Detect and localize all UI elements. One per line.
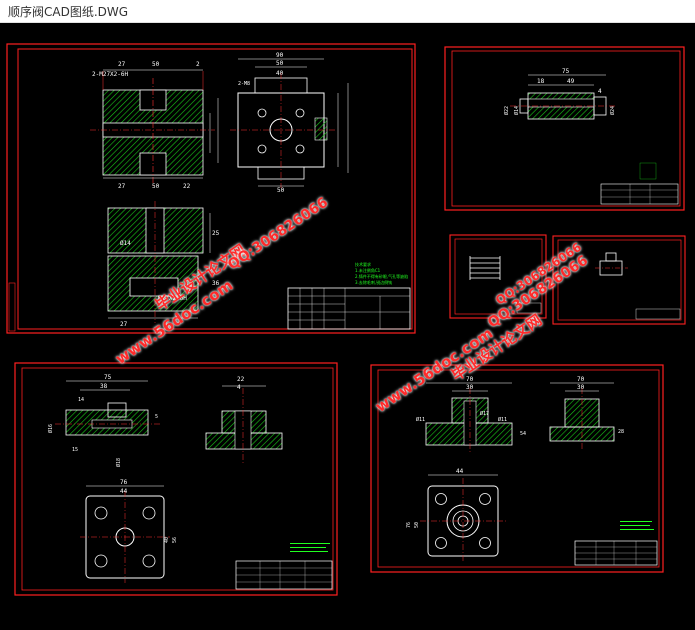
dim-section-2: 36 xyxy=(212,280,220,287)
note-line-3: 2.铸件不得有砂眼,气孔等缺陷 xyxy=(355,273,408,279)
dim-bottom-3: 22 xyxy=(183,183,191,190)
endcover-dim-7: 30 xyxy=(577,384,585,391)
note-line-4: 3.去除毛刺,锐边倒钝 xyxy=(355,279,392,285)
dim-section-3: 27 xyxy=(120,321,128,328)
spool-dim-4: 4 xyxy=(598,88,602,95)
valve-body-front-section xyxy=(90,69,219,188)
cover-dim-13: 40 xyxy=(164,537,170,543)
title-block-2 xyxy=(600,183,679,205)
spool-dim-6: Ø14 xyxy=(513,106,520,115)
dim-right-4: 50 xyxy=(277,187,285,194)
endcover-dim-9: 54 xyxy=(520,431,526,437)
window-title-bar: 顺序阀CAD图纸.DWG xyxy=(0,0,695,23)
endcover-dim-10: 28 xyxy=(618,429,624,435)
dim-bottom-2: 50 xyxy=(152,183,160,190)
endcover-dim-11: 76 xyxy=(406,522,412,528)
window-title: 顺序阀CAD图纸.DWG xyxy=(8,5,129,19)
spool-dim-2: 18 xyxy=(537,78,545,85)
spool-dim-3: 49 xyxy=(567,78,575,85)
sheet-end-cover[interactable]: 70 30 Ø11 Ø17 Ø11 54 70 30 28 44 76 50 xyxy=(370,364,664,573)
sheet-valve-spool[interactable]: 75 18 49 4 Ø22 Ø14 Ø24 xyxy=(444,46,685,211)
sheet-valve-cover[interactable]: 75 38 14 Ø16 Ø18 5 15 22 4 76 44 56 40 xyxy=(14,362,338,596)
endcover-dim-5: Ø11 xyxy=(498,416,507,423)
endcover-dim-1: 70 xyxy=(466,376,474,383)
dim-section-1: 25 xyxy=(212,230,220,237)
valve-body-side-view xyxy=(230,58,349,188)
cad-drawing-canvas[interactable]: 2-M27X2-6H 27 50 2 27 50 22 90 50 40 xyxy=(0,23,695,630)
cover-dim-8: 22 xyxy=(237,376,245,383)
valve-body-bottom-section xyxy=(107,201,211,323)
drawing-sheets: 2-M27X2-6H 27 50 2 27 50 22 90 50 40 xyxy=(6,43,686,596)
dim-right-2: 50 xyxy=(276,60,284,67)
endcover-dim-12: 50 xyxy=(414,522,420,528)
cover-dim-6: 5 xyxy=(155,414,158,420)
dim-bottom-1: 27 xyxy=(118,183,126,190)
cover-dim-9: 4 xyxy=(237,384,241,391)
chamfer-label: 2-M8 xyxy=(238,81,250,87)
title-block-1 xyxy=(287,287,411,330)
cover-dim-7: 15 xyxy=(72,447,78,453)
dim-right-1: 90 xyxy=(276,52,284,59)
cover-dim-3: 14 xyxy=(78,397,84,403)
sheet-valve-body[interactable]: 2-M27X2-6H 27 50 2 27 50 22 90 50 40 xyxy=(6,43,416,334)
title-block-5 xyxy=(235,560,333,590)
hole-label: Ø14 xyxy=(120,240,131,247)
cover-dim-2: 38 xyxy=(100,383,108,390)
cover-dim-4: Ø16 xyxy=(47,424,54,433)
spool-dim-7: Ø24 xyxy=(609,106,616,115)
sheet-spring[interactable] xyxy=(449,234,547,319)
endcover-dim-2: 30 xyxy=(466,384,474,391)
endcover-dim-8: 44 xyxy=(456,468,464,475)
cover-dim-1: 75 xyxy=(104,374,112,381)
endcover-dim-4: Ø17 xyxy=(480,410,489,417)
thread-label-2: M27X2-6H xyxy=(158,295,187,302)
spool-dim-1: 75 xyxy=(562,68,570,75)
sheet-small-part[interactable] xyxy=(552,235,686,325)
cover-dim-10: 76 xyxy=(120,479,128,486)
endcover-dim-3: Ø11 xyxy=(416,416,425,423)
endcover-dim-6: 70 xyxy=(577,376,585,383)
thread-label: 2-M27X2-6H xyxy=(92,71,129,78)
note-line-2: 1.未注倒角C1 xyxy=(355,267,381,273)
dim-top-2: 50 xyxy=(152,61,160,68)
dim-top-1: 27 xyxy=(118,61,126,68)
dim-right-3: 40 xyxy=(276,70,284,77)
dim-top-3: 2 xyxy=(196,61,200,68)
cover-dim-12: 56 xyxy=(172,537,178,543)
spool-dim-5: Ø22 xyxy=(503,106,510,115)
title-block-6 xyxy=(574,540,658,566)
note-line-1: 技术要求 xyxy=(355,261,371,267)
cover-dim-5: Ø18 xyxy=(115,458,122,467)
cover-dim-11: 44 xyxy=(120,488,128,495)
